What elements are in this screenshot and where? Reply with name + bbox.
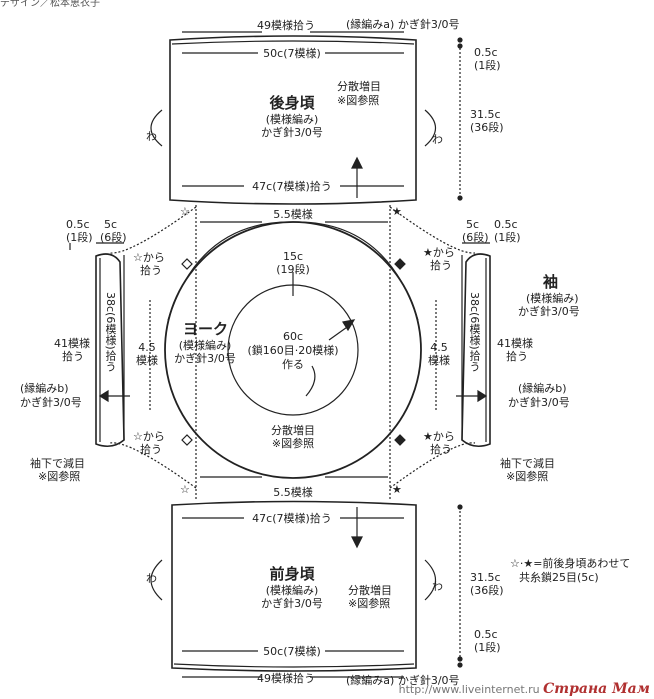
back-bottom-pickup: 47c(7模様)拾う [252, 180, 332, 193]
left-sleeve-cuff-width: 0.5c [66, 218, 90, 231]
left-sleeve-from-top: ☆から [133, 251, 165, 264]
star-marker-front-right: ★ [392, 483, 402, 496]
left-sleeve-edge: (縁編みb) [20, 382, 69, 395]
front-bottom-pickup: 49模様拾う [257, 672, 315, 685]
left-sleeve-pick-top: 拾う [140, 264, 162, 277]
right-sleeve-title: 袖 [543, 273, 559, 291]
left-sleeve-shape [69, 242, 151, 448]
left-sleeve-width-rows: (6段) [100, 231, 127, 244]
left-sleeve-pickup: 41模様 [54, 337, 90, 350]
yoke-pattern: (模様編み) [178, 339, 232, 352]
back-top-pickup: 49模様拾う [257, 19, 315, 32]
note-line-2: 共糸鎖25目(5c) [519, 571, 599, 584]
right-sleeve-width-rows: (6段) [462, 231, 489, 244]
left-sleeve-pick-bottom: 拾う [140, 443, 162, 456]
left-sleeve-from-bottom: ☆から [133, 430, 165, 443]
star-marker-back-right: ★ [392, 205, 402, 218]
right-sleeve-from-bottom: ★から [423, 430, 455, 443]
yoke-increase: 分散増目 [271, 424, 315, 437]
star-marker-front-left: ☆ [180, 483, 190, 496]
right-sleeve-cuff-rows: (1段) [494, 231, 521, 244]
watermark-site: Страна Мам [543, 681, 650, 697]
back-ref: ※図参照 [337, 94, 380, 107]
yoke-left-side: 4.5 [138, 341, 156, 354]
front-top-pickup: 47c(7模様)拾う [252, 512, 332, 525]
yoke-neck-chain: (鎖160目·20模様) [247, 344, 339, 357]
note-line-1: ☆·★=前後身頃あわせて [510, 557, 631, 570]
front-height-dimension [457, 504, 463, 668]
right-sleeve-decrease: 袖下で減目 [500, 457, 555, 470]
front-increase: 分散増目 [348, 584, 392, 597]
back-title: 後身頃 [269, 94, 315, 112]
yoke-bottom-width: 5.5模様 [273, 486, 313, 499]
yoke-right-side: 4.5 [430, 341, 448, 354]
front-rows: (36段) [470, 584, 504, 597]
yoke-shape [164, 221, 422, 479]
back-edge-height: 0.5c [474, 46, 498, 59]
yoke-ref: ※図参照 [271, 437, 315, 450]
right-sleeve-pickup: 41模様 [497, 337, 533, 350]
front-height: 31.5c [470, 571, 501, 584]
back-loop-left: わ [146, 130, 157, 143]
front-loop-left: わ [146, 572, 157, 585]
yoke-depth-rows: (19段) [276, 263, 310, 276]
left-sleeve-pickup-2: 拾う [62, 350, 84, 363]
back-top-edge-label: (縁編みa) かぎ針3/0号 [346, 18, 460, 31]
yoke-neck: 60c [282, 330, 304, 343]
front-hook: かぎ針3/0号 [261, 597, 323, 610]
marker-symbols [181, 258, 406, 446]
designer-credit: デザイン／松本恵衣子 [0, 0, 100, 8]
back-height-dimension [457, 37, 463, 201]
left-sleeve-length: 38c(6模様)拾う [104, 292, 117, 372]
right-sleeve-length: 38c(6模様)拾う [468, 292, 481, 372]
back-top-width: 50c(7模様) [263, 47, 321, 60]
right-sleeve-hook: かぎ針3/0号 [518, 305, 580, 318]
watermark-url[interactable]: http://www.liveinternet.ru [398, 683, 540, 696]
right-sleeve-pick-top: 拾う [430, 259, 452, 272]
front-body-shape [150, 500, 437, 678]
right-sleeve-pattern: (模様編み) [526, 292, 579, 305]
front-bottom-width: 50c(7模様) [263, 645, 321, 658]
front-bottom-edge-label: (縁編みa) かぎ針3/0号 [346, 674, 460, 687]
front-edge-height: 0.5c [474, 628, 498, 641]
back-loop-right: わ [432, 133, 443, 146]
watermark: http://www.liveinternet.ru Страна Мам [399, 681, 650, 697]
right-sleeve-from-top: ★から [423, 246, 455, 259]
yoke-depth: 15c [282, 250, 304, 263]
star-marker-back-left: ☆ [180, 205, 190, 218]
right-sleeve-edge: (縁編みb) [518, 382, 567, 395]
front-title: 前身頃 [269, 565, 315, 583]
left-sleeve-ref: ※図参照 [38, 470, 81, 483]
front-pattern: (模様編み) [265, 584, 319, 597]
yoke-hook: かぎ針3/0号 [174, 352, 236, 365]
back-rows: (36段) [470, 121, 504, 134]
left-sleeve-decrease: 袖下で減目 [30, 457, 85, 470]
right-sleeve-pickup-2: 拾う [506, 350, 528, 363]
right-sleeve-pick-bottom: 拾う [430, 443, 452, 456]
right-sleeve-width: 5c [466, 218, 480, 231]
back-pattern: (模様編み) [265, 113, 319, 126]
yoke-title: ヨーク [183, 320, 229, 338]
yoke-right-side-unit: 模様 [428, 354, 450, 367]
right-sleeve-ref: ※図参照 [506, 470, 549, 483]
connector-lines [109, 205, 476, 500]
front-loop-right: わ [432, 580, 443, 593]
left-sleeve-width: 5c [104, 218, 118, 231]
right-sleeve-shape [435, 242, 491, 448]
left-sleeve-cuff-rows: (1段) [66, 231, 93, 244]
right-sleeve-edge-hook: かぎ針3/0号 [508, 396, 570, 409]
yoke-top-width: 5.5模様 [273, 208, 313, 221]
front-ref: ※図参照 [348, 597, 391, 610]
yoke-left-side-unit: 模様 [136, 354, 158, 367]
yoke-neck-make: 作る [282, 358, 304, 371]
front-edge-rows: (1段) [474, 641, 501, 654]
back-height: 31.5c [470, 108, 501, 121]
back-body-shape [150, 31, 437, 205]
back-edge-rows: (1段) [474, 59, 501, 72]
right-sleeve-cuff-width: 0.5c [494, 218, 518, 231]
back-increase: 分散増目 [337, 80, 381, 93]
left-sleeve-edge-hook: かぎ針3/0号 [20, 396, 82, 409]
back-hook: かぎ針3/0号 [261, 126, 323, 139]
